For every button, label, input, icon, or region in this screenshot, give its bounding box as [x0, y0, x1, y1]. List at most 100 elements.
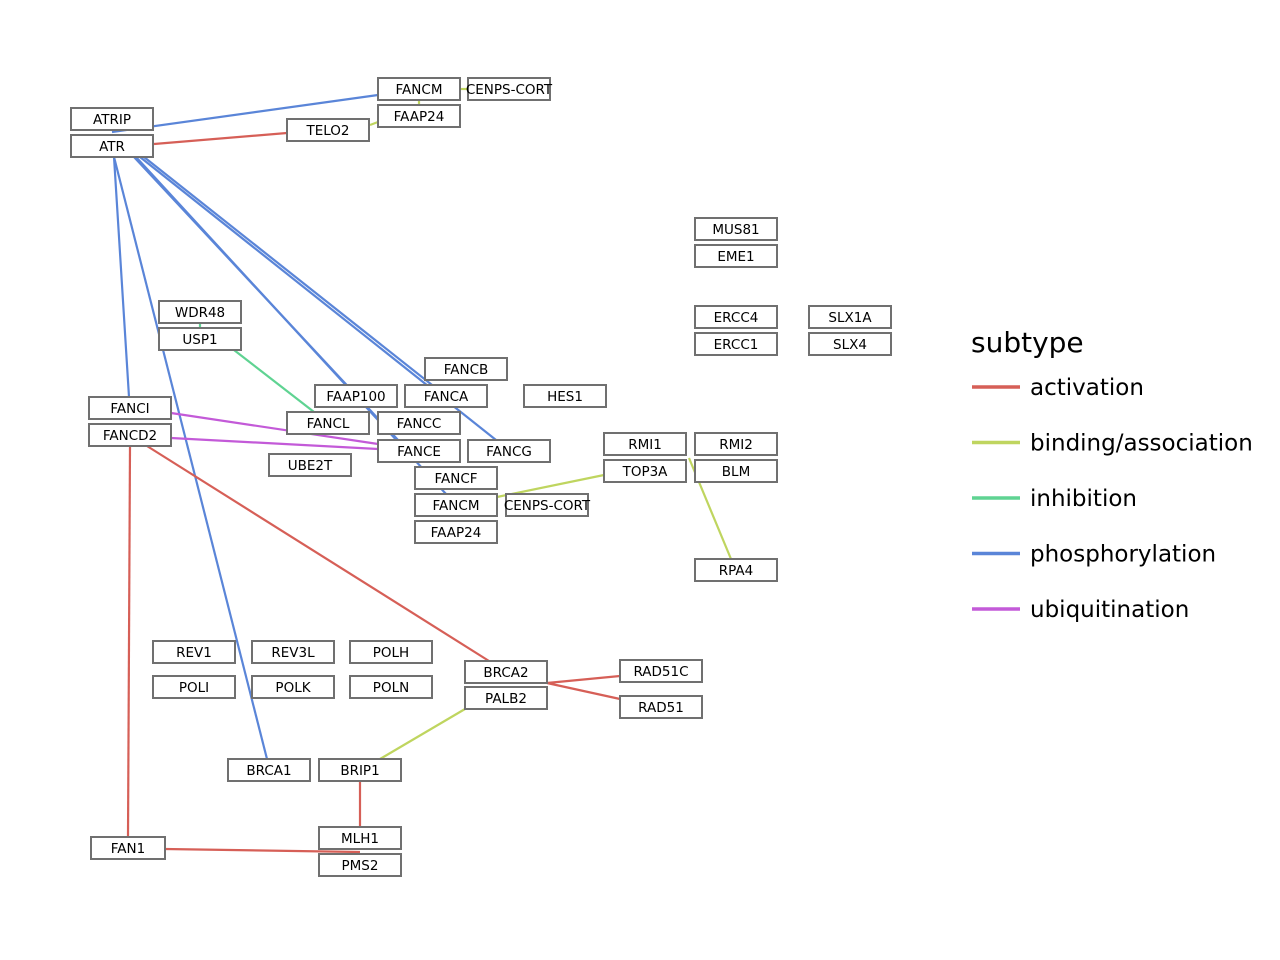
node-cenps_t: CENPS-CORT	[466, 77, 553, 101]
legend-title: subtype	[971, 326, 1084, 359]
legend-item-binding-association: binding/association	[972, 431, 1253, 457]
node-box	[464, 660, 548, 684]
node-box	[808, 332, 892, 356]
edge-fanci-fance	[170, 411, 379, 446]
node-label: TOP3A	[622, 464, 669, 480]
node-label: SLX4	[833, 337, 867, 353]
node-ercc1: ERCC1	[694, 332, 778, 356]
edge-fan1-pms2	[164, 847, 361, 854]
node-box	[414, 493, 498, 517]
node-label: POLK	[275, 680, 311, 696]
node-label: FAN1	[111, 841, 145, 857]
node-slx4: SLX4	[808, 332, 892, 356]
node-label: UBE2T	[288, 458, 333, 474]
node-brip1: BRIP1	[318, 758, 402, 782]
node-faap24_t: FAAP24	[377, 104, 461, 128]
node-label: FANCM	[433, 498, 480, 514]
node-label: ERCC1	[714, 337, 759, 353]
node-fancd2: FANCD2	[88, 423, 172, 447]
node-label: FANCA	[424, 389, 469, 405]
node-label: CENPS-CORT	[466, 82, 553, 98]
legend-item-ubiquitination: ubiquitination	[972, 597, 1189, 623]
legend-label: binding/association	[1030, 431, 1253, 457]
node-rev3l: REV3L	[251, 640, 335, 664]
node-box	[467, 439, 551, 463]
node-label: RMI2	[719, 437, 753, 453]
edge-atr-telo2	[153, 131, 288, 146]
node-box	[619, 695, 703, 719]
edge-atr-fanci	[112, 156, 131, 398]
node-label: BRIP1	[340, 763, 379, 779]
node-faap100: FAAP100	[314, 384, 398, 408]
node-fanca: FANCA	[404, 384, 488, 408]
node-box	[251, 675, 335, 699]
node-palb2: PALB2	[464, 686, 548, 710]
node-box	[377, 104, 461, 128]
node-label: BRCA2	[483, 665, 528, 681]
node-label: USP1	[182, 332, 217, 348]
node-box	[694, 432, 778, 456]
node-label: POLH	[373, 645, 409, 661]
node-polh: POLH	[349, 640, 433, 664]
node-label: RAD51C	[633, 664, 688, 680]
node-box	[424, 357, 508, 381]
legend-item-activation: activation	[972, 375, 1144, 401]
node-box	[694, 244, 778, 268]
node-label: FANCI	[110, 401, 149, 417]
node-box	[464, 686, 548, 710]
node-wdr48: WDR48	[158, 300, 242, 324]
node-box	[377, 439, 461, 463]
edge-telo2-faap24_t	[369, 120, 379, 127]
edge-atr-fanca	[143, 156, 433, 386]
node-box	[349, 675, 433, 699]
edge-palb2-brip1	[379, 708, 466, 760]
node-box	[88, 396, 172, 420]
node-label: ATRIP	[93, 112, 131, 128]
node-fan1: FAN1	[90, 836, 166, 860]
node-label: PALB2	[485, 691, 527, 707]
node-label: WDR48	[175, 305, 225, 321]
node-usp1: USP1	[158, 327, 242, 351]
node-box	[467, 77, 551, 101]
node-label: FANCB	[444, 362, 489, 378]
node-label: POLI	[179, 680, 209, 696]
node-fancc: FANCC	[377, 411, 461, 435]
node-label: FANCE	[397, 444, 441, 460]
node-box	[88, 423, 172, 447]
node-faap24_m: FAAP24	[414, 520, 498, 544]
node-atrip: ATRIP	[70, 107, 154, 131]
node-box	[505, 493, 589, 517]
node-label: MUS81	[712, 222, 759, 238]
node-box	[318, 853, 402, 877]
node-box	[152, 640, 236, 664]
node-telo2: TELO2	[286, 118, 370, 142]
node-brca1: BRCA1	[227, 758, 311, 782]
edges-layer	[111, 87, 733, 854]
node-label: FANCD2	[103, 428, 157, 444]
node-label: TELO2	[305, 123, 349, 139]
node-fancm_t: FANCM	[377, 77, 461, 101]
node-poln: POLN	[349, 675, 433, 699]
edge-usp1-fancl	[233, 349, 315, 413]
node-box	[808, 305, 892, 329]
node-poli: POLI	[152, 675, 236, 699]
node-box	[694, 459, 778, 483]
node-rpa4: RPA4	[694, 558, 778, 582]
node-mus81: MUS81	[694, 217, 778, 241]
node-label: HES1	[547, 389, 583, 405]
legend-item-inhibition: inhibition	[972, 486, 1137, 512]
edge-brca2-rad51c	[546, 674, 621, 685]
node-label: BRCA1	[246, 763, 291, 779]
legend-item-phosphorylation: phosphorylation	[972, 542, 1216, 568]
node-label: FAAP24	[431, 525, 482, 541]
node-box	[286, 411, 370, 435]
node-rad51c: RAD51C	[619, 659, 703, 683]
node-rmi2: RMI2	[694, 432, 778, 456]
node-ercc4: ERCC4	[694, 305, 778, 329]
node-cenps_m: CENPS-CORT	[504, 493, 591, 517]
node-box	[90, 836, 166, 860]
node-label: MLH1	[341, 831, 379, 847]
edge-fancd2-brca2	[146, 445, 490, 662]
